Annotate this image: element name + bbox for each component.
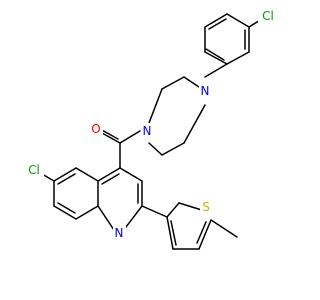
atom-n-piperazine-amide: N <box>141 123 154 139</box>
bond <box>75 167 99 182</box>
bond <box>75 205 99 220</box>
structure-drawing: Cl Cl O N N N S <box>24 9 278 250</box>
atom-n-piperazine-aryl: N <box>199 83 212 99</box>
atom-label: Cl <box>262 9 274 23</box>
bond <box>161 142 185 156</box>
atom-label: N <box>143 124 152 138</box>
bond <box>161 76 185 90</box>
bond <box>226 51 250 65</box>
bond <box>170 220 177 246</box>
bond <box>57 173 76 185</box>
bond <box>204 13 228 28</box>
bond <box>53 167 77 182</box>
bond <box>141 205 168 218</box>
molecule-diagram: Cl Cl O N N N S <box>24 9 278 250</box>
bond <box>119 167 143 182</box>
bond <box>101 173 120 185</box>
bond <box>97 205 115 231</box>
atom-n-quinoline: N <box>113 225 126 241</box>
atom-cl-aryl: Cl <box>258 9 278 25</box>
bond <box>166 202 180 218</box>
bond <box>204 63 228 78</box>
atom-label: O <box>91 122 100 136</box>
atom-o-carbonyl: O <box>89 121 103 137</box>
bond <box>97 167 121 182</box>
atom-s-thiophene: S <box>200 199 213 215</box>
bond <box>226 13 250 28</box>
atom-label: N <box>201 84 210 98</box>
atom-label: Cl <box>28 163 40 177</box>
bond <box>148 88 163 124</box>
atom-label: S <box>202 200 210 214</box>
bond <box>101 132 121 144</box>
bond <box>198 219 212 250</box>
bond <box>125 205 143 228</box>
atom-cl-quinoline: Cl <box>24 163 44 179</box>
bond <box>166 216 174 250</box>
atom-label: N <box>115 226 124 240</box>
atom-layer: Cl Cl O N N N S <box>24 9 278 241</box>
bond <box>204 51 228 65</box>
bond <box>205 48 225 61</box>
bond <box>210 219 238 238</box>
bond <box>53 205 77 220</box>
bond <box>119 130 141 144</box>
bond <box>57 202 76 214</box>
bond <box>148 142 163 156</box>
bond <box>208 18 227 30</box>
bond <box>183 104 206 144</box>
bond <box>196 221 207 244</box>
